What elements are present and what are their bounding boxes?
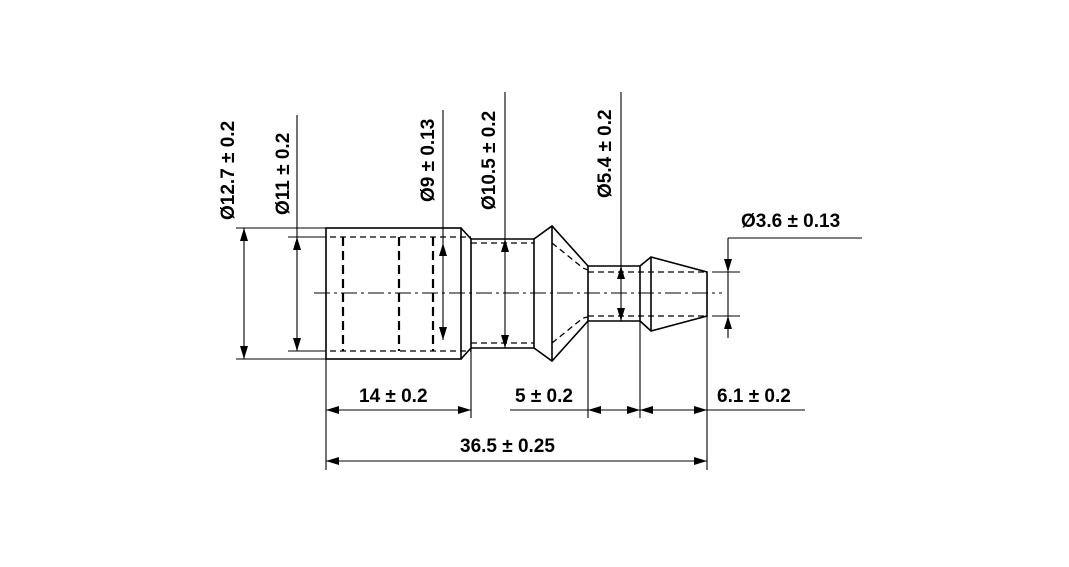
cone-flange-bottom: [533, 320, 589, 363]
dim-label-d5-4: Ø5.4 ± 0.2: [595, 109, 616, 198]
dim-label-d3-6: Ø3.6 ± 0.13: [741, 211, 840, 232]
length-dimensions: [325, 316, 805, 470]
dim-label-d11: Ø11 ± 0.2: [273, 133, 294, 215]
dim-label-len-total: 36.5 ± 0.25: [460, 436, 555, 457]
cone-flange-top: [533, 224, 589, 267]
dim-label-len-5: 5 ± 0.2: [515, 386, 573, 407]
dim-label-d9: Ø9 ± 0.13: [418, 119, 439, 202]
dim-label-d10-5: Ø10.5 ± 0.2: [479, 111, 500, 210]
diameter-dimensions: [236, 92, 862, 360]
dim-label-len-6-1: 6.1 ± 0.2: [717, 386, 791, 407]
dim-label-len-14: 14 ± 0.2: [359, 386, 428, 407]
dimension-labels: Ø12.7 ± 0.2 Ø11 ± 0.2 Ø9 ± 0.13 Ø10.5 ± …: [218, 109, 840, 457]
barb-tip: [639, 256, 708, 332]
hidden-lines: [330, 236, 707, 352]
dim-label-d12-7: Ø12.7 ± 0.2: [218, 121, 239, 220]
